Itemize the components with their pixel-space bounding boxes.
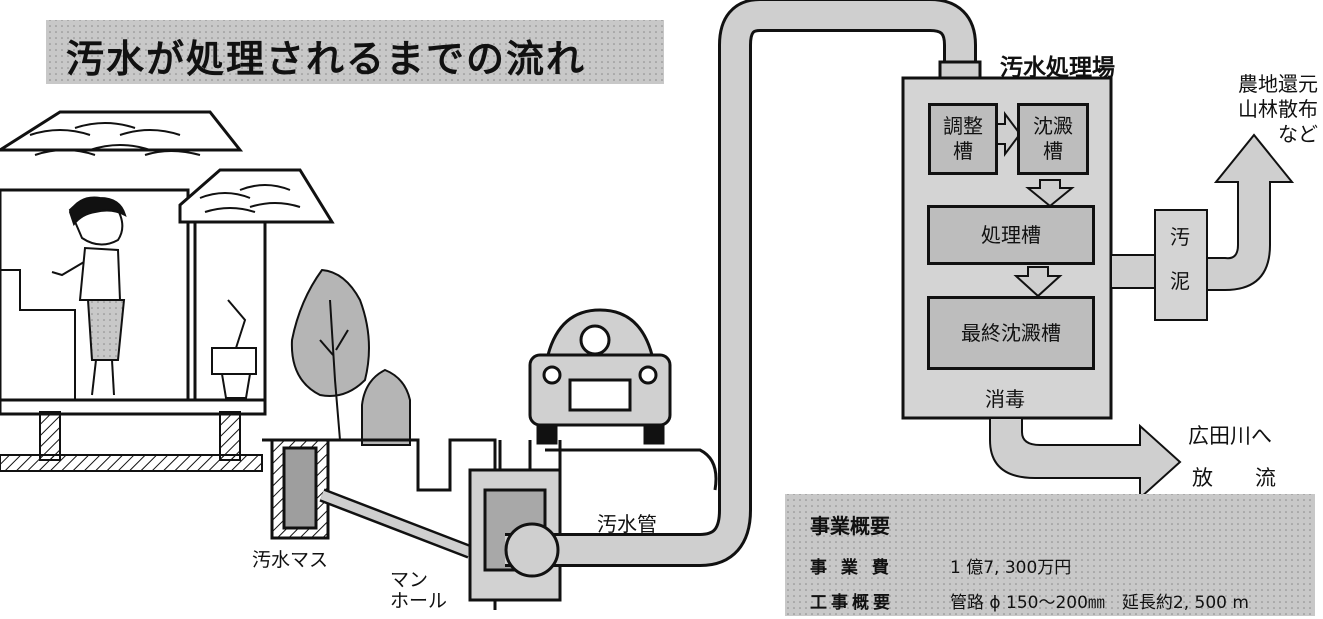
tank-adjust-label: 調整 槽 [943,114,983,163]
arrow-treatment-to-final [1013,266,1063,298]
summary-panel-bg [785,494,1315,616]
sewer-pipe-label: 汚水管 [597,512,657,536]
car [528,308,672,445]
manhole-label: マン ホール [390,569,448,612]
manhole [468,440,562,602]
summary-cost-key: 事 業 費 [810,558,893,578]
foundation [0,411,263,472]
tree [290,268,411,446]
sludge-label: 汚 泥 [1170,225,1190,293]
page-title: 汚水が処理されるまでの流れ [66,37,587,81]
tank-final: 最終沈澱槽 [927,296,1095,370]
sludge-box [1154,209,1208,321]
farmland-label: 農地還元 山林散布 など [1238,72,1318,146]
tank-settling: 沈澱 槽 [1017,103,1089,175]
house [0,110,335,416]
pipe-end [504,522,560,578]
effluent-arrow [989,417,1182,501]
tank-adjust: 調整 槽 [928,103,998,175]
plant-title: 汚水処理場 [1000,55,1115,81]
sewer-box [270,438,330,540]
arrow-settling-to-treatment [1025,179,1075,208]
summary-work-key: 工事概要 [810,593,894,613]
summary-cost-value: 1 億7, 300万円 [950,558,1072,578]
woman-figure [51,196,127,396]
sludge-pipe [1110,254,1156,289]
tank-treatment-label: 処理槽 [981,222,1041,247]
title-banner-bg [46,20,664,84]
river-label-1: 広田川へ [1188,424,1272,448]
tank-settling-label: 沈澱 槽 [1033,114,1073,163]
summary-work-value: 管路 ϕ 150～200㎜ 延長約2, 500 m [950,593,1249,613]
river-label-2: 放 流 [1192,466,1276,490]
sewer-box-label: 汚水マス [252,549,329,571]
arrow-adjust-to-settling [996,111,1022,157]
summary-heading: 事業概要 [810,514,890,538]
tank-final-label: 最終沈澱槽 [961,320,1061,345]
sludge-outflow [1206,133,1295,291]
tank-treatment: 処理槽 [927,205,1095,265]
disinfect-label: 消毒 [985,387,1025,411]
